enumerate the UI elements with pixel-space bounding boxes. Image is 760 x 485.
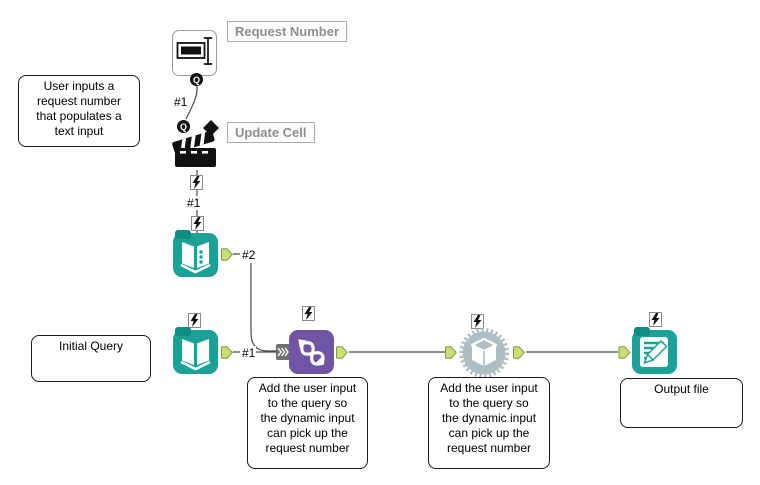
question-anchor-glyph: Q	[179, 121, 187, 132]
connection-label-action: #1	[186, 196, 202, 210]
input-data-icon	[180, 339, 211, 371]
dna-helix-icon	[298, 339, 325, 366]
input-anchor-icon[interactable]	[618, 346, 631, 364]
lightning-anchor-icon	[191, 216, 204, 231]
annotation-initial-query[interactable]: Initial Query	[31, 335, 151, 382]
annotation-dynamic-right[interactable]: Add the user input to the query so the d…	[428, 377, 550, 469]
question-anchor-icon-action[interactable]: Q	[177, 120, 190, 133]
lightning-anchor-icon	[649, 312, 662, 327]
question-anchor-icon[interactable]: Q	[190, 73, 203, 86]
dynamic-input-tool[interactable]	[289, 330, 334, 374]
text-box-icon	[176, 37, 213, 65]
wire-question	[185, 85, 198, 120]
input-data-tool-bottom[interactable]	[173, 327, 218, 374]
output-anchor-icon[interactable]	[336, 346, 348, 364]
action-tool[interactable]	[172, 120, 220, 170]
annotation-user-input[interactable]: User inputs a request number that popula…	[18, 75, 140, 147]
chevron-input-anchor-icon[interactable]	[276, 344, 290, 360]
output-data-icon	[640, 337, 668, 367]
tool-label-update-cell[interactable]: Update Cell	[227, 122, 315, 143]
output-data-tool[interactable]	[632, 327, 677, 374]
tool-label-request-number[interactable]: Request Number	[227, 21, 348, 42]
connection-label-input-bottom: #1	[241, 346, 257, 360]
clapperboard-icon	[172, 120, 219, 167]
macro-gear-icon	[459, 328, 509, 378]
annotation-dynamic-left[interactable]: Add the user input to the query so the d…	[247, 377, 368, 469]
input-data-icon	[180, 242, 211, 274]
input-data-tool-top[interactable]	[173, 230, 218, 277]
input-anchor-icon[interactable]	[445, 346, 457, 364]
question-anchor-glyph: Q	[192, 74, 200, 85]
macro-tool[interactable]	[458, 327, 510, 379]
lightning-anchor-icon	[188, 313, 201, 328]
output-anchor-icon[interactable]	[221, 346, 233, 364]
wire-input-top	[233, 253, 277, 352]
lightning-anchor-icon	[190, 175, 203, 190]
lightning-anchor-icon	[302, 306, 315, 321]
output-anchor-icon[interactable]	[221, 248, 233, 266]
annotation-output-file[interactable]: Output file	[620, 378, 743, 428]
connection-label-question: #1	[173, 95, 189, 109]
text-box-tool[interactable]	[172, 30, 217, 76]
output-anchor-icon[interactable]	[513, 346, 525, 364]
connection-label-input-top: #2	[241, 248, 257, 262]
lightning-anchor-icon	[471, 314, 484, 329]
